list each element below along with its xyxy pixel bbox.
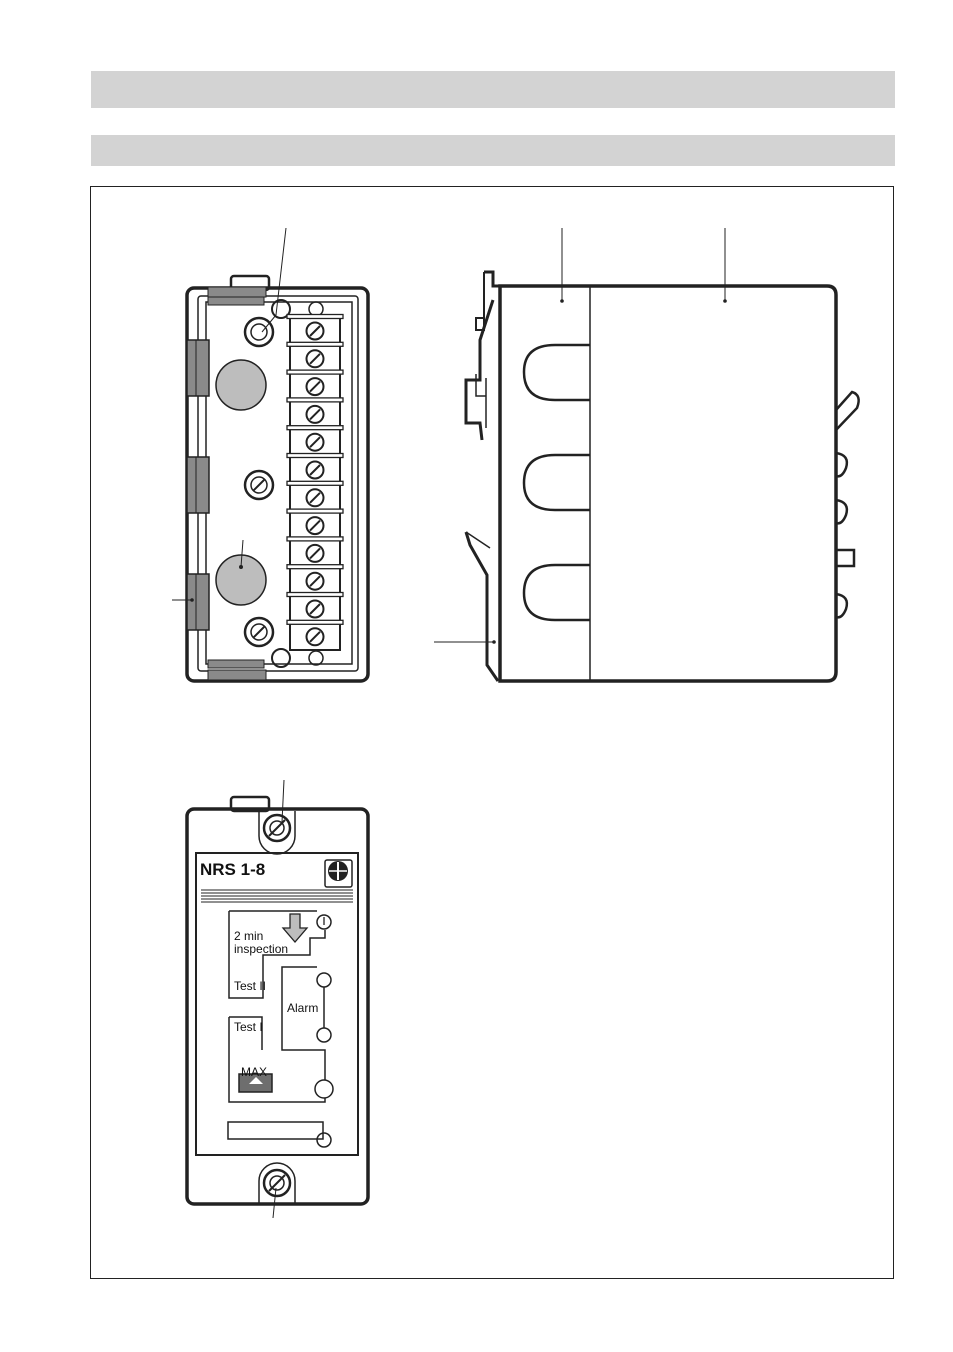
max-label: MAX bbox=[241, 1065, 267, 1079]
rear-view bbox=[172, 227, 370, 683]
terminal-separator bbox=[286, 425, 344, 431]
cable-gland bbox=[215, 554, 267, 606]
test-button[interactable] bbox=[314, 1079, 334, 1099]
model-name: NRS 1-8 bbox=[200, 860, 265, 879]
terminal-block bbox=[286, 313, 344, 647]
cable-gland bbox=[215, 359, 267, 411]
fixing-screw bbox=[243, 316, 275, 348]
terminal-separator bbox=[286, 452, 344, 459]
terminal-separator bbox=[286, 508, 344, 514]
terminal-separator bbox=[286, 313, 344, 320]
side-latch bbox=[186, 573, 210, 631]
side-housing bbox=[498, 284, 838, 683]
alarm-label: Alarm bbox=[287, 1001, 318, 1015]
terminal-screw-slot bbox=[309, 575, 321, 587]
label-panel bbox=[195, 852, 359, 1156]
terminal-screw-slot bbox=[309, 547, 321, 560]
header-bar-sub bbox=[91, 135, 895, 166]
arrow-down-icon bbox=[281, 913, 309, 943]
front-view bbox=[185, 779, 370, 1219]
terminal-separator bbox=[286, 397, 344, 403]
terminal-screw-slot bbox=[309, 408, 321, 421]
figure-frame bbox=[90, 186, 894, 1279]
terminal-screw-slot bbox=[309, 380, 321, 393]
led-bottom bbox=[316, 1132, 332, 1148]
terminal-screw-slot bbox=[309, 325, 321, 337]
terminal-screw-slot bbox=[309, 353, 321, 365]
terminal-separator bbox=[286, 480, 344, 486]
label-slot bbox=[227, 1121, 324, 1140]
side-latch bbox=[186, 339, 210, 397]
cover-screw bbox=[262, 813, 292, 843]
test1-label: Test I bbox=[234, 1020, 263, 1034]
terminal-screw-slot bbox=[309, 464, 321, 476]
terminal-screw-slot bbox=[309, 631, 321, 643]
cover-screw bbox=[262, 1168, 292, 1198]
logo-text: GESTRA bbox=[331, 882, 346, 886]
fixing-screw bbox=[243, 616, 275, 648]
front-housing bbox=[185, 807, 370, 1206]
led-alarm-1 bbox=[316, 972, 332, 988]
gestra-logo bbox=[324, 859, 353, 888]
terminal-separator bbox=[286, 619, 344, 625]
test2-label: Test II bbox=[234, 979, 266, 993]
terminal-screw-slot bbox=[309, 519, 321, 532]
terminal-separator bbox=[286, 369, 344, 375]
inspection-label-line1: 2 min bbox=[234, 929, 263, 943]
terminal-screw-slot bbox=[309, 436, 321, 448]
terminal-separator bbox=[286, 591, 344, 598]
side-latch bbox=[186, 456, 210, 514]
terminal-separator bbox=[286, 341, 344, 347]
top-clip bbox=[229, 795, 271, 813]
terminal-screw-slot bbox=[309, 603, 321, 615]
terminal-screw-slot bbox=[309, 492, 321, 504]
header-bar-top bbox=[91, 71, 895, 108]
led-alarm-2 bbox=[316, 1027, 332, 1043]
led-inspection bbox=[316, 914, 332, 930]
fixing-screw bbox=[243, 469, 275, 501]
max-level-icon bbox=[238, 1073, 273, 1093]
inspection-label-line2: inspection bbox=[234, 942, 288, 956]
terminal-separator bbox=[286, 564, 344, 570]
terminal-separator bbox=[286, 536, 344, 542]
side-view bbox=[434, 228, 860, 683]
